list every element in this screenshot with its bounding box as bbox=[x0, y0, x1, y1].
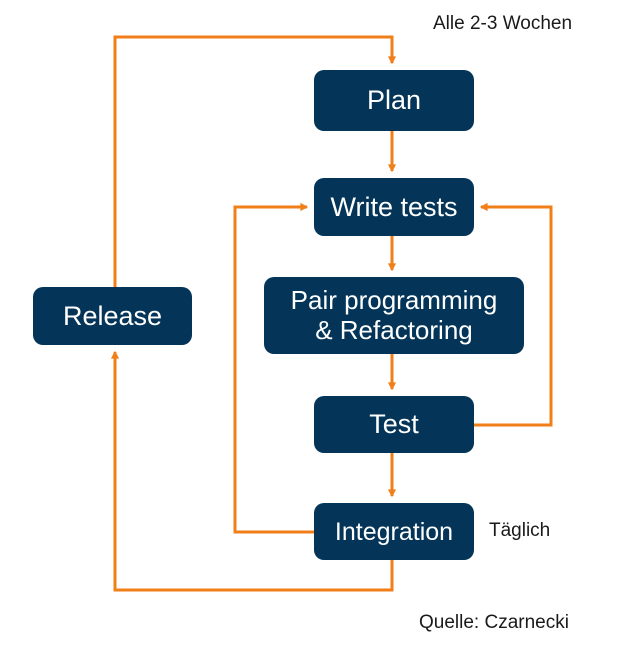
caption-integration-frequency: Täglich bbox=[489, 520, 551, 541]
node-release[interactable]: Release bbox=[33, 287, 192, 345]
node-plan[interactable]: Plan bbox=[314, 70, 474, 131]
node-integration[interactable]: Integration bbox=[314, 503, 474, 560]
node-write-tests[interactable]: Write tests bbox=[314, 178, 474, 236]
node-pair-programming-refactoring[interactable]: Pair programming & Refactoring bbox=[264, 277, 524, 354]
caption-source: Quelle: Czarnecki bbox=[419, 612, 569, 633]
node-test[interactable]: Test bbox=[314, 396, 474, 453]
connector-integration-to-write-tests bbox=[233, 202, 314, 534]
caption-iteration-length: Alle 2-3 Wochen bbox=[433, 13, 573, 34]
